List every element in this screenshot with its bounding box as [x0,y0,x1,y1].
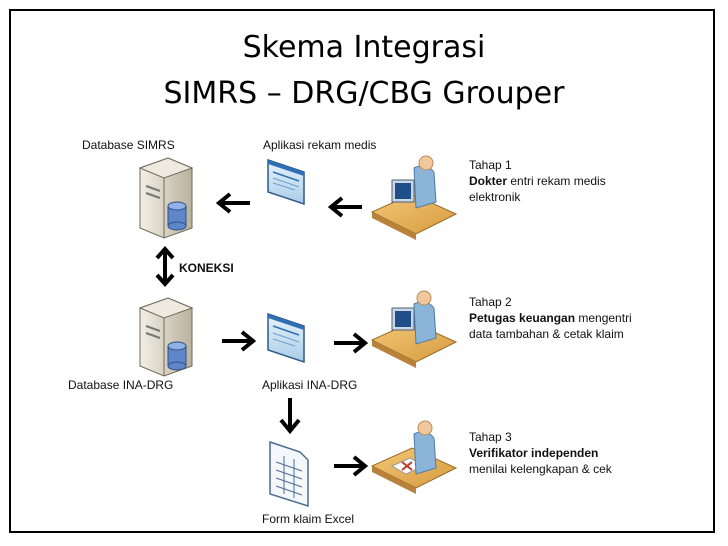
label-aplikasi-rekam-medis: Aplikasi rekam medis [263,138,377,152]
slide-title-line2: SIMRS – DRG/CBG Grouper [163,76,565,111]
arrow-icon [222,330,257,352]
database-cylinder-icon [167,341,187,371]
arrow-icon [327,196,362,218]
label-database-ina-drg: Database INA-DRG [68,378,174,392]
slide-frame [9,9,715,533]
app-window-icon [267,158,305,206]
step-desc-line2: data tambahan & cetak klaim [469,327,624,341]
slide-title-line1: Skema Integrasi [242,30,486,65]
arrow-icon [215,192,250,214]
step-1: Tahap 1 Dokter entri rekam medis elektro… [469,157,606,205]
worker-desk-icon [370,155,458,240]
worker-desk-icon [370,420,458,494]
step-title: Tahap 3 [469,430,512,444]
database-cylinder-icon [167,201,187,231]
arrow-icon [279,398,301,435]
label-form-klaim-excel: Form klaim Excel [262,512,355,526]
step-actor: Verifikator independen [469,446,599,460]
step-actor: Petugas keuangan [469,311,576,325]
step-actor: Dokter [469,174,508,188]
step-desc-line2: elektronik [469,190,521,204]
label-database-simrs: Database SIMRS [82,138,175,152]
arrow-icon [334,332,369,354]
step-title: Tahap 2 [469,295,512,309]
step-desc: entri rekam medis [507,174,606,188]
connection-double-arrow-icon [155,245,175,288]
app-window-icon [267,312,305,364]
step-2: Tahap 2 Petugas keuangan mengentri data … [469,294,632,342]
step-3: Tahap 3 Verifikator independen menilai k… [469,429,612,477]
spreadsheet-icon [269,440,309,508]
step-desc: mengentri [575,311,632,325]
step-desc-line2: menilai kelengkapan & cek [469,462,612,476]
step-title: Tahap 1 [469,158,512,172]
arrow-icon [334,455,369,477]
label-koneksi: KONEKSI [179,261,234,275]
worker-desk-icon [370,290,458,368]
label-aplikasi-ina-drg: Aplikasi INA-DRG [262,378,358,392]
